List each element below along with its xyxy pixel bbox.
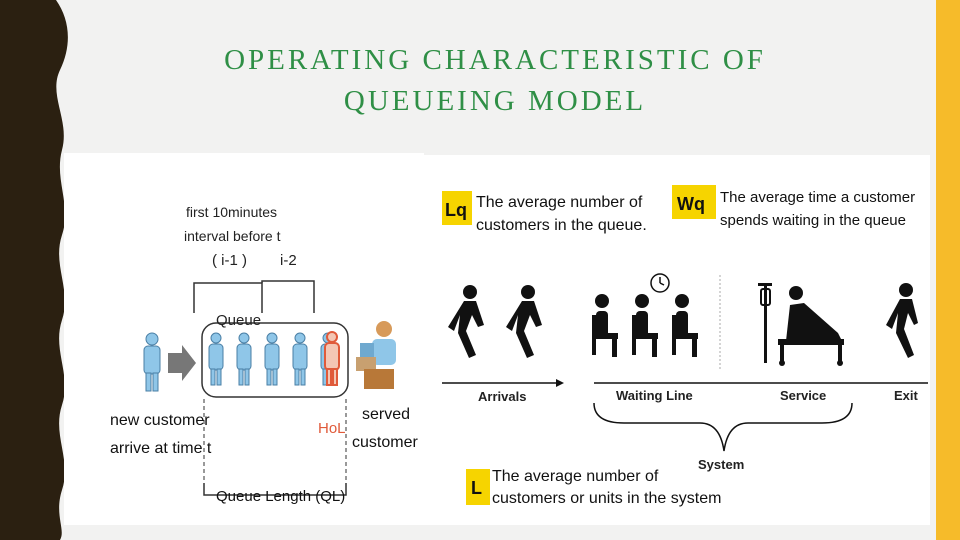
queued-customer-icon xyxy=(208,332,224,386)
arrivals-label: Arrivals xyxy=(478,389,526,404)
queue-diagram: first 10minutes interval before t ( i-1 … xyxy=(110,204,418,505)
slide-title: OPERATING CHARACTERISTIC OF QUEUEING MOD… xyxy=(150,40,840,122)
interval-bracket-2 xyxy=(261,280,315,313)
lq-badge xyxy=(442,191,472,225)
title-line-1: OPERATING CHARACTERISTIC OF xyxy=(224,44,766,76)
queued-customer-icon xyxy=(236,332,252,386)
l-badge xyxy=(466,469,490,505)
arrivals-arrowhead-icon xyxy=(556,379,564,387)
system-label: System xyxy=(698,457,744,472)
title-line-2: QUEUEING MODEL xyxy=(343,85,647,117)
system-diagram: Lq The average number of customers in th… xyxy=(442,185,928,507)
exit-label: Exit xyxy=(894,388,919,403)
new-customer-line-1: new customer xyxy=(110,412,210,429)
server-icon xyxy=(356,321,396,389)
hol-label: HoL xyxy=(318,420,346,437)
lq-badge-text: Lq xyxy=(445,200,467,220)
hospital-bed-icon xyxy=(758,283,844,366)
walking-person-icon xyxy=(506,285,542,358)
new-customer-line-2: arrive at time t xyxy=(110,440,212,457)
l-text-line-2: customers or units in the system xyxy=(492,490,721,507)
wq-text-line-2: spends waiting in the queue xyxy=(720,212,906,229)
queue-length-bracket xyxy=(203,483,347,496)
l-badge-text: L xyxy=(471,478,482,498)
queue-box xyxy=(201,322,349,398)
clock-icon xyxy=(650,273,670,293)
waiting-line-label: Waiting Line xyxy=(616,388,693,403)
served-line-2: customer xyxy=(352,434,418,451)
left-wavy-border xyxy=(0,0,68,540)
seated-person-icon xyxy=(672,294,698,357)
queue-label: Queue xyxy=(216,312,261,329)
queued-customer-icon xyxy=(264,332,280,386)
interval-label-1: first 10minutes xyxy=(186,204,277,220)
served-line-1: served xyxy=(362,406,410,423)
new-customer-icon xyxy=(143,332,161,392)
exit-person-icon xyxy=(886,283,918,358)
head-of-line-customer-icon xyxy=(324,331,340,386)
l-text-line-1: The average number of xyxy=(492,468,659,485)
queue-diagram-panel: first 10minutes interval before t ( i-1 … xyxy=(64,153,424,525)
interval-label-2: interval before t xyxy=(184,228,281,244)
system-brace xyxy=(593,402,853,452)
interval-i1: ( i-1 ) xyxy=(212,252,247,269)
system-diagram-panel: Lq The average number of customers in th… xyxy=(424,155,930,525)
walking-person-icon xyxy=(448,285,484,358)
queued-customer-icon xyxy=(292,332,308,386)
interval-i2: i-2 xyxy=(280,252,297,269)
arrival-arrow-icon xyxy=(168,345,196,381)
seated-person-icon xyxy=(632,294,658,357)
lq-text-line-1: The average number of xyxy=(476,194,643,211)
lq-text-line-2: customers in the queue. xyxy=(476,217,647,234)
interval-bracket-1 xyxy=(193,282,263,313)
wq-badge-text: Wq xyxy=(677,194,705,214)
wq-badge xyxy=(672,185,716,219)
service-label: Service xyxy=(780,388,826,403)
queue-length-label: Queue Length (QL) xyxy=(216,488,345,505)
queued-customers xyxy=(208,332,336,386)
accent-stripe xyxy=(936,0,960,540)
wq-text-line-1: The average time a customer xyxy=(720,189,915,206)
seated-person-icon xyxy=(592,294,618,357)
